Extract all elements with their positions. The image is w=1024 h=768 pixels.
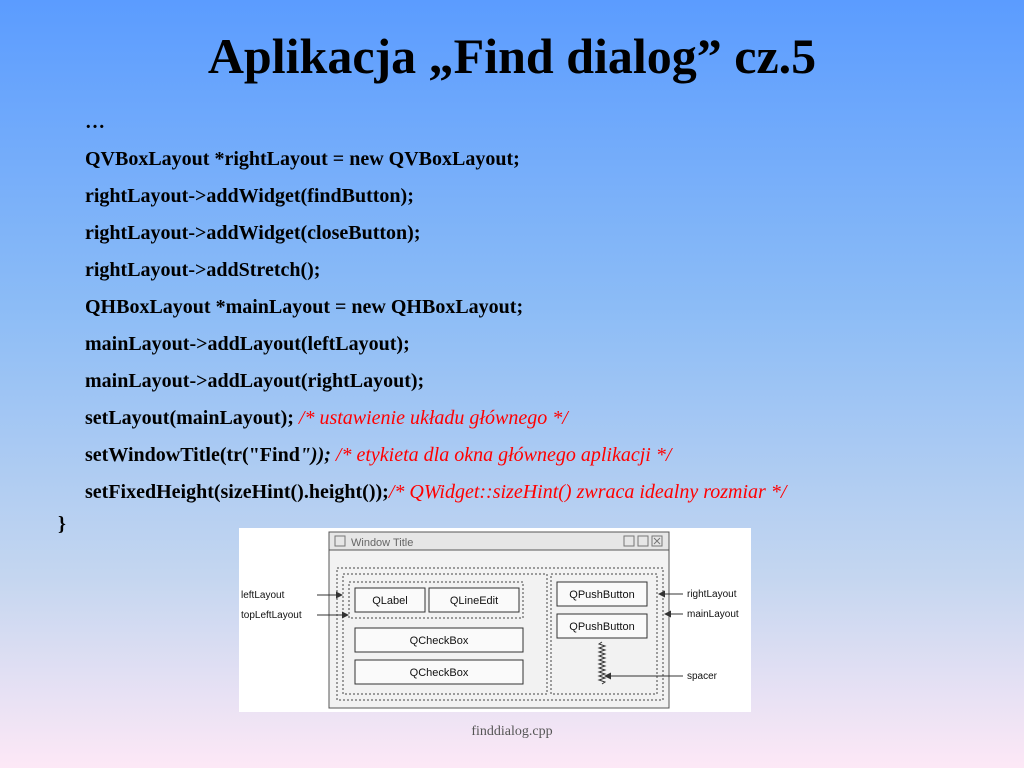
layout-diagram: Window Title QLabel QLineEdit QCheckBox …	[239, 528, 751, 712]
slide-title: Aplikacja „Find dialog” cz.5	[207, 28, 817, 84]
code-comment: /* ustawienie układu głównego */	[298, 407, 568, 429]
code-line: rightLayout->addStretch();	[85, 259, 321, 281]
qcheckbox-widget	[354, 659, 524, 685]
spacer-spring	[597, 641, 607, 685]
annotation-rightlayout: rightLayout	[687, 589, 737, 600]
code-text: setWindowTitle(tr("Find	[85, 444, 300, 466]
qpushbutton-text: QPushButton	[569, 589, 634, 601]
code-line: setWindowTitle(tr("Find")); /* etykieta …	[85, 441, 1005, 478]
code-comment: /* etykieta dla okna głównego aplikacji …	[330, 444, 672, 466]
qlabel-widget	[354, 587, 426, 613]
minimize-icon	[623, 535, 635, 547]
annotation-leftlayout: leftLayout	[241, 590, 285, 601]
qpushbutton-text: QPushButton	[569, 621, 634, 633]
qcheckbox-text: QCheckBox	[410, 635, 469, 647]
code-text: setFixedHeight(sizeHint().height());	[85, 481, 389, 503]
code-line: …	[85, 111, 105, 133]
window-menu-icon	[334, 535, 346, 547]
code-text: setLayout(mainLayout);	[85, 407, 299, 429]
code-text-italic: "));	[299, 444, 331, 466]
qpushbutton-widget	[556, 581, 648, 607]
annotation-toplefttayout: topLeftLayout	[241, 610, 302, 621]
closing-brace: }	[58, 513, 66, 535]
right-layout-box	[550, 573, 658, 695]
qlineedit-widget	[428, 587, 520, 613]
qlineedit-text: QLineEdit	[450, 595, 498, 607]
left-layout-box	[342, 573, 548, 695]
annotation-mainlayout: mainLayout	[687, 609, 739, 620]
code-line: QHBoxLayout *mainLayout = new QHBoxLayou…	[85, 296, 524, 318]
code-comment: /* QWidget::sizeHint() zwraca idealny ro…	[388, 481, 787, 503]
code-line: QVBoxLayout *rightLayout = new QVBoxLayo…	[85, 148, 520, 170]
code-line: mainLayout->addLayout(rightLayout);	[85, 370, 425, 392]
qpushbutton-widget	[556, 613, 648, 639]
maximize-icon	[637, 535, 649, 547]
qlabel-text: QLabel	[372, 595, 407, 607]
window-titlebar	[328, 531, 670, 551]
code-line: setLayout(mainLayout); /* ustawienie ukł…	[85, 404, 1005, 441]
main-layout-box	[336, 567, 664, 701]
code-line: rightLayout->addWidget(closeButton);	[85, 222, 421, 244]
slide-caption: finddialog.cpp	[471, 724, 553, 739]
close-icon	[651, 535, 663, 547]
window-title: Window Title	[351, 537, 413, 549]
annotation-spacer: spacer	[687, 671, 718, 682]
qcheckbox-widget	[354, 627, 524, 653]
top-left-layout-box	[348, 581, 524, 619]
qcheckbox-text: QCheckBox	[410, 667, 469, 679]
code-line: mainLayout->addLayout(leftLayout);	[85, 333, 410, 355]
code-line: rightLayout->addWidget(findButton);	[85, 185, 414, 207]
code-block: … QVBoxLayout *rightLayout = new QVBoxLa…	[85, 108, 1005, 515]
code-line: setFixedHeight(sizeHint().height());/* Q…	[85, 478, 1005, 515]
